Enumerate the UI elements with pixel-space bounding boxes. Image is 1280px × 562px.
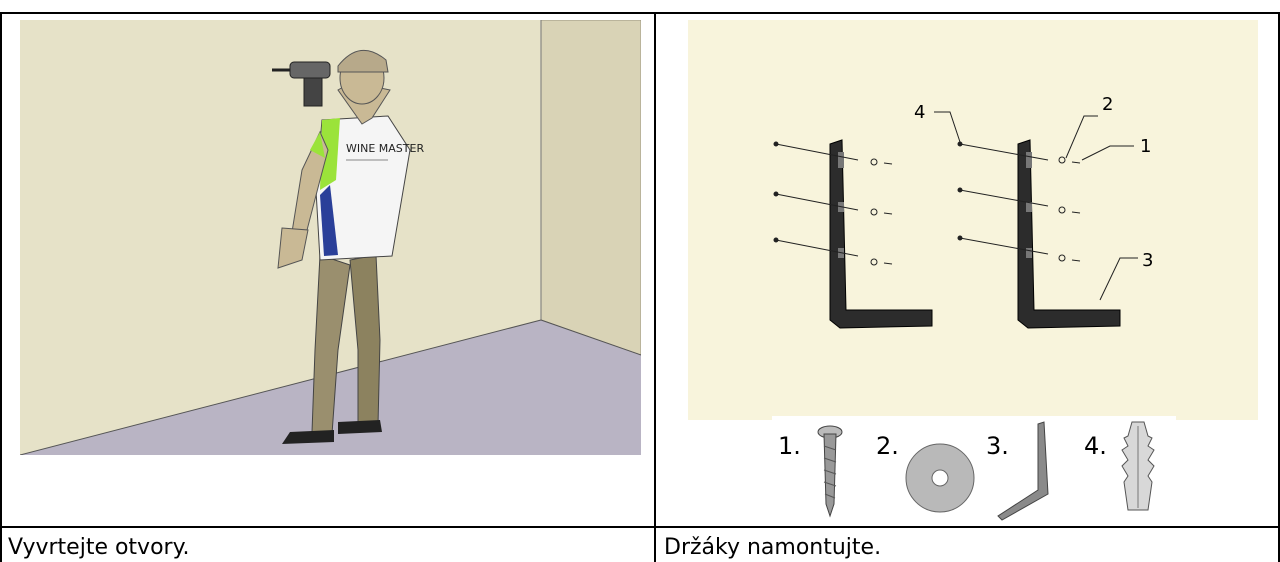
parts-legend: 1. 2. 3. 4. [772,416,1176,524]
part-label-1: 1. [778,432,801,460]
callout-3: 3 [1142,250,1153,271]
part-label-2: 2. [876,432,899,460]
step-caption-mount: Držáky namontujte. [664,534,881,562]
part-label-4: 4. [1084,432,1107,460]
table-border-left [0,12,2,562]
callout-2: 2 [1102,94,1113,115]
bracket-assembly-illustration: 4 2 1 3 [688,20,1258,420]
table-border-row [0,526,1280,528]
callout-1: 1 [1140,136,1151,157]
step-caption-drill: Vyvrtejte otvory. [8,534,189,562]
part-label-3: 3. [986,432,1009,460]
drilling-illustration: WINE MASTER [20,20,641,455]
table-border-center [654,12,656,562]
table-border-top [0,12,1280,14]
washer-icon [906,444,974,512]
shirt-logo-text: WINE MASTER [346,142,424,155]
callout-4: 4 [914,102,925,123]
